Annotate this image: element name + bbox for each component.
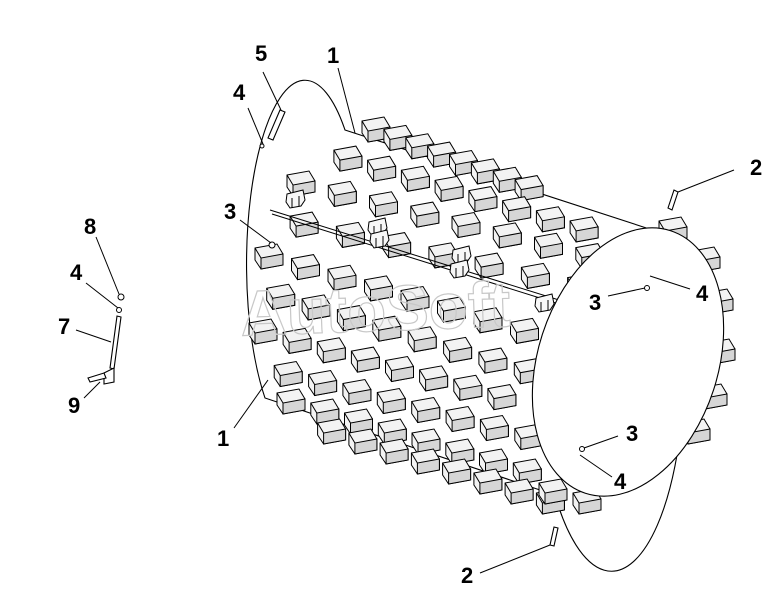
- callout-9: 9: [68, 393, 80, 418]
- callout-2-bottom: 2: [461, 563, 473, 588]
- tooth-pad: [342, 379, 372, 405]
- leader-lines: [75, 67, 735, 574]
- tooth-pad: [379, 438, 409, 465]
- tooth-pad: [410, 201, 440, 228]
- tooth-pad: [411, 397, 441, 423]
- tooth-pad: [350, 346, 380, 373]
- tooth-pad: [327, 180, 357, 207]
- tooth-pad: [348, 428, 378, 455]
- loose-parts: [87, 293, 125, 385]
- tooth-pad: [492, 222, 522, 249]
- tooth-pad: [308, 370, 338, 396]
- callout-4-lower: 4: [614, 469, 627, 494]
- tooth-pad: [520, 262, 550, 289]
- tooth-pad: [273, 361, 303, 387]
- callout-7: 7: [58, 314, 70, 339]
- tooth-pad: [367, 155, 397, 182]
- callout-4-top: 4: [233, 80, 246, 105]
- tooth-pad: [400, 165, 430, 192]
- pin-2-top: [667, 189, 679, 211]
- callout-3-left: 3: [224, 199, 236, 224]
- rim-tooth-pad: [538, 478, 568, 505]
- tooth-pad: [473, 468, 503, 495]
- callout-1-bottom: 1: [217, 426, 229, 451]
- tooth-pad: [276, 388, 306, 415]
- tooth-pad: [376, 388, 406, 414]
- callout-4-left: 4: [70, 260, 83, 285]
- tooth-pad: [514, 175, 544, 202]
- tooth-pad: [445, 406, 475, 432]
- tooth-pad: [419, 365, 449, 392]
- tooth-pad: [317, 418, 347, 445]
- callout-4-right: 4: [696, 281, 709, 306]
- tooth-pad: [434, 175, 464, 202]
- tooth-pad: [385, 356, 414, 382]
- tooth-pad: [504, 478, 534, 505]
- tooth-pad: [289, 211, 319, 238]
- callout-5: 5: [255, 41, 267, 66]
- tooth-pad: [535, 206, 565, 233]
- pin-5: [267, 109, 286, 141]
- drum-end-disc: [531, 227, 725, 497]
- tooth-pad: [510, 317, 539, 344]
- tooth-pad: [502, 196, 532, 223]
- tooth-pad: [479, 415, 509, 441]
- tooth-pad: [534, 232, 563, 259]
- callout-1-top: 1: [327, 43, 339, 68]
- tooth-pad: [569, 216, 599, 243]
- tooth-pad: [333, 145, 363, 172]
- tooth-pad: [369, 191, 398, 218]
- tooth-pad: [487, 384, 517, 411]
- tooth-pad: [468, 186, 498, 213]
- callout-3-right: 3: [589, 290, 601, 315]
- tooth-pad: [254, 243, 284, 270]
- callout-3-lower: 3: [626, 421, 638, 446]
- tooth-pad: [453, 374, 483, 401]
- callout-labels: 5 4 1 2 3 3 4 8 4 7 9 1 3 4 2: [58, 41, 762, 588]
- pin-2-bottom: [549, 526, 559, 547]
- tooth-pad: [451, 212, 481, 238]
- tooth-pad: [442, 458, 472, 485]
- watermark: AutoSoft: [239, 268, 511, 349]
- callout-8: 8: [84, 214, 96, 239]
- tooth-pad: [410, 448, 440, 475]
- tooth-pad: [478, 347, 508, 374]
- callout-2-right: 2: [750, 155, 762, 180]
